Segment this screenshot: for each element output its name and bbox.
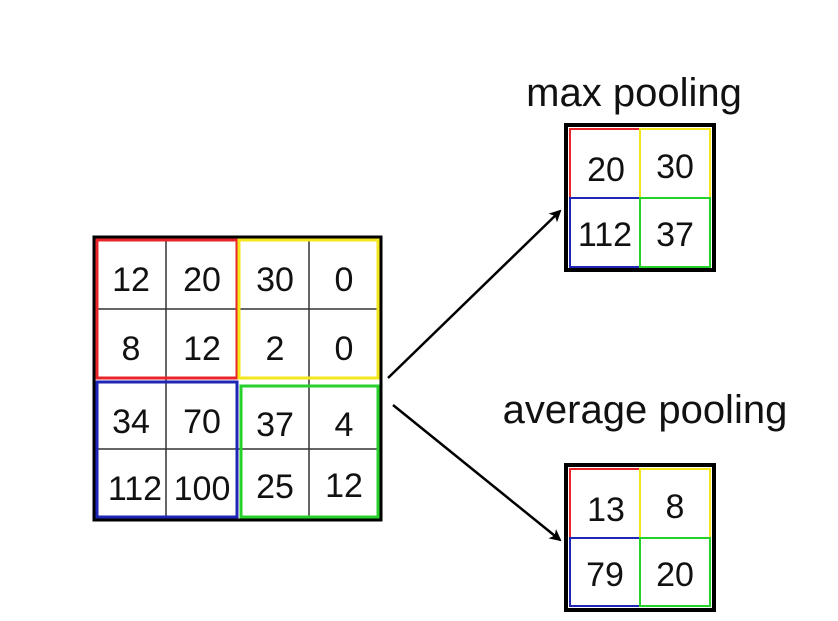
input-cell-r1c3: 0 — [335, 330, 354, 368]
avg-cell-green-border — [639, 537, 711, 607]
avg-cell-r0c0: 13 — [587, 491, 625, 529]
avg-cell-r1c0: 79 — [586, 556, 624, 594]
input-cell-r0c1: 20 — [183, 261, 221, 299]
max-cell-r0c1: 30 — [656, 148, 694, 186]
input-cell-r2c2: 37 — [256, 406, 294, 444]
input-quadrant-yellow — [237, 238, 380, 380]
input-cell-r3c0: 112 — [108, 470, 162, 508]
arrow-to-max-pooling — [387, 209, 562, 379]
input-grid-border — [92, 235, 383, 522]
max-cell-r1c1: 37 — [656, 216, 694, 254]
max-cell-r0c0: 20 — [587, 151, 625, 189]
max-cell-green-border — [639, 197, 711, 268]
input-quadrant-blue — [95, 380, 239, 519]
input-quadrant-green — [239, 384, 380, 519]
avg-cell-r1c1: 20 — [656, 556, 694, 594]
input-cell-r1c1: 12 — [183, 330, 221, 368]
input-cell-r0c2: 30 — [256, 261, 294, 299]
input-cell-r2c1: 70 — [183, 403, 221, 441]
input-quadrant-red — [95, 238, 239, 380]
max-pooling-grid-border — [564, 123, 716, 272]
average-pooling-panel: average pooling 13 8 79 20 — [503, 388, 788, 612]
input-grid: 12 20 30 0 8 12 2 0 34 70 37 4 112 100 2… — [92, 235, 383, 522]
avg-cell-r0c1: 8 — [666, 488, 685, 526]
input-cell-r3c2: 25 — [256, 468, 294, 506]
input-cell-r1c0: 8 — [122, 330, 141, 368]
arrow-to-average-pooling — [392, 404, 562, 542]
input-cell-r2c3: 4 — [335, 406, 354, 444]
input-cell-r0c3: 0 — [335, 261, 354, 299]
input-cell-r2c0: 34 — [112, 403, 150, 441]
max-cell-r1c0: 112 — [578, 216, 632, 254]
average-pooling-title: average pooling — [503, 388, 788, 432]
input-cell-r0c0: 12 — [112, 261, 150, 299]
input-cell-r3c1: 100 — [174, 470, 231, 508]
input-cell-r1c2: 2 — [266, 330, 285, 368]
input-cell-r3c3: 12 — [325, 467, 363, 505]
max-pooling-title: max pooling — [526, 71, 742, 115]
average-pooling-grid-border — [564, 463, 716, 612]
max-pooling-panel: max pooling 20 30 112 37 — [526, 71, 742, 272]
